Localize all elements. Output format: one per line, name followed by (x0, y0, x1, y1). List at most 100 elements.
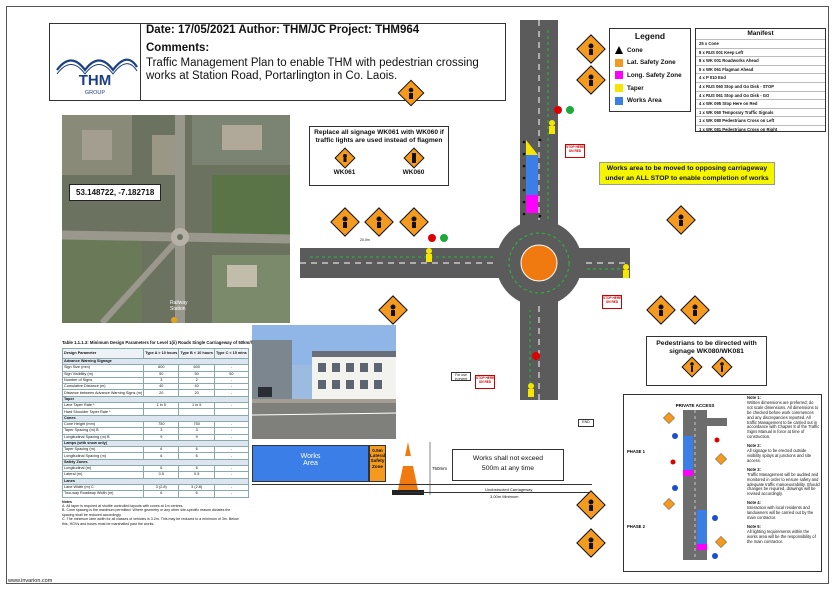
street-photo (252, 325, 396, 439)
author-value: THM/JC (283, 24, 326, 36)
manifest-item: 25 x Cone (696, 39, 825, 48)
note-1: Note 1:Written dimensions are preferred;… (747, 395, 820, 440)
flagman-ahead-sign-icon (646, 295, 676, 325)
roadworks-ahead-sign-icon (397, 79, 425, 107)
table-cell: 50 (143, 370, 180, 378)
manifest-item: 1 x WK 080 Pedestrians Cross on Left (696, 116, 825, 125)
table-section-row: Advance Warning Signage (62, 357, 249, 366)
table-section-cell: Cones (62, 414, 249, 422)
table-section-cell: Advance Warning Signage (62, 357, 249, 366)
table-cell: 3 (2.8) (143, 483, 180, 492)
table-cell: 50 (213, 370, 249, 378)
table-header-cell: Type A > 10 hours (143, 348, 180, 359)
legend-title: Legend (634, 31, 666, 41)
table-row: Hard Shoulder Taper Rate * (61, 408, 249, 416)
traffic-cone-icon: 750mm (392, 442, 447, 495)
wk060-label: WK060 (402, 169, 425, 176)
table-note: A. All taper is required at shuttle cont… (62, 503, 184, 508)
swatch (615, 84, 623, 93)
stop-here-label-east: STOP HERE ON RED (602, 295, 622, 309)
legend: Legend Cone Lat. Safety Zone Long. Safet… (609, 28, 691, 112)
table-cell: 0.5 (143, 471, 180, 479)
note-5: Note 5:All lighting requirements within … (747, 523, 816, 544)
table-cell: - (213, 483, 249, 492)
table-section-row: Safety Zones (62, 458, 249, 467)
stop-here-label-north: STOP HERE ON RED (565, 144, 585, 158)
project-label: Project: (329, 24, 372, 36)
minimum-width-label: 3.00m Minimum (490, 494, 519, 499)
coordinates-label: 53.148722, -7.182718 (69, 184, 162, 201)
title-block (49, 23, 506, 101)
table-cell: 40 (143, 383, 180, 391)
table-cell: - (213, 402, 249, 410)
pedestrians-callout: Pedestrians to be directed with signage … (646, 336, 767, 386)
table-cell: 3 (143, 376, 180, 385)
table-cell: - (213, 452, 249, 460)
table-notes-title: Notes (62, 499, 72, 504)
table-cell: 6 (143, 465, 180, 473)
header-meta: Date: 17/05/2021 Author: THM/JC Project:… (146, 24, 419, 36)
flagman-ahead-sign-icon (576, 490, 606, 520)
stop-here-label-south: STOP HERE ON RED (475, 375, 495, 389)
manifest-item: 4 x WK 095 Stop Here on Red (696, 99, 825, 108)
table-cell (143, 408, 180, 416)
note-2: Note 2:All signage to be erected outside… (747, 443, 812, 463)
table-section-cell: Taper (62, 395, 249, 404)
manifest-item: 4 x RUS 061 Stop and Go Disk - GO (696, 90, 825, 100)
legend-item: Taper (610, 82, 690, 95)
table-cell: - (213, 420, 249, 429)
replace-signage-callout: Replace all signage WK061 with WK060 if … (309, 126, 449, 186)
logo-subtext: GROUP (85, 90, 106, 96)
works-area-move-note: Works area to be moved to opposing carri… (599, 162, 775, 185)
flagman-ahead-sign-icon (576, 65, 606, 95)
table-cell: 20 (143, 389, 180, 397)
flagman-ahead-sign-icon (399, 207, 429, 237)
end-sign-label: END (578, 419, 594, 427)
table-header-cell: Type C < 15 mins (213, 348, 249, 359)
phase1-label: PHASE 1 (627, 449, 646, 454)
roadworks-ahead-sign-icon (680, 295, 710, 325)
table-cell (213, 408, 249, 416)
comments-label: Comments: (146, 42, 210, 54)
manifest-item: 1 x WK 081 Pedestrians Cross on Right (696, 124, 825, 134)
roadworks-ahead-sign-icon (330, 207, 360, 237)
manifest-item: 4 x P 010 End (696, 73, 825, 82)
works-limit-note: Works shall not exceed 500m at any time (452, 449, 564, 481)
manifest-item: 5 x WK 061 Flagman Ahead (696, 64, 825, 74)
table-cell: - (213, 389, 249, 397)
table-cell: - (213, 364, 249, 372)
date-value: 17/05/2021 (177, 24, 236, 36)
ground-line (252, 484, 592, 485)
table-cell: 600 (143, 364, 180, 372)
phase-diagrams: PRIVATE ACCESS PHASE 1 PHASE 2 (625, 400, 745, 566)
table-cell: Two-way Roadway Width (m) (61, 490, 145, 498)
roadworks-ahead-sign-icon (666, 205, 696, 235)
works-area-block: Works Area (252, 445, 369, 482)
table-cell: 6 (143, 446, 180, 454)
table-section-cell: Safety Zones (62, 458, 249, 467)
table-cell: - (213, 376, 249, 385)
wk061-label: WK061 (333, 169, 356, 176)
pedestrians-left-sign-icon (680, 356, 703, 378)
legend-item: Cone (610, 44, 690, 57)
swatch (615, 71, 623, 80)
pedestrians-right-sign-icon (710, 356, 733, 378)
author-label: Author: (238, 24, 280, 36)
roundabout-plan (300, 20, 630, 400)
table-cell: 1 in 5 (143, 402, 180, 410)
swatch (615, 58, 623, 67)
flagman-ahead-sign-icon (378, 295, 408, 325)
table-cell: - (213, 471, 249, 479)
table-cell: - (213, 383, 249, 391)
logo-text: THM (79, 72, 112, 89)
